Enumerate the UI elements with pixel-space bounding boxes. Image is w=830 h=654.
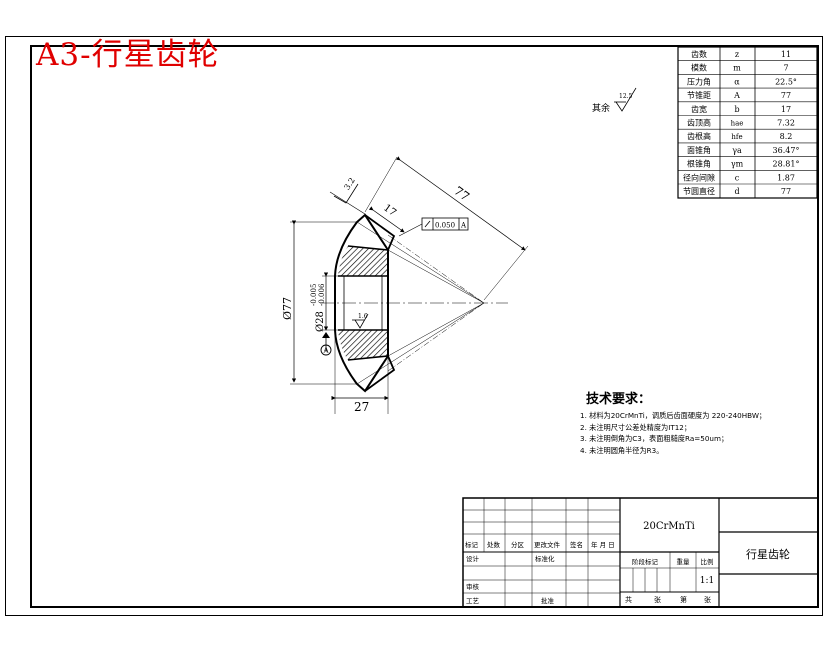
param-value: 77 <box>781 187 791 196</box>
tb-label: 分区 <box>511 540 525 549</box>
param-name: 节圆直径 <box>683 186 715 196</box>
roughness-symbol-icon <box>333 183 359 204</box>
param-symbol: γa <box>732 146 742 155</box>
tech-heading: 技术要求： <box>586 392 652 407</box>
roughness-bore-value: 1.6 <box>358 313 368 320</box>
technical-requirements: 技术要求： 1. 材料为20CrMnTi，调质后齿面硬度为 220-240HBW… <box>580 388 810 456</box>
param-value: 77 <box>781 91 791 100</box>
drawing-frame <box>30 45 819 608</box>
parameter-table: 齿数 模数 压力角 节锥距 齿宽 齿顶高 齿根高 面锥角 根锥角 径向间隙 节圆… <box>677 46 818 199</box>
param-name: 根锥角 <box>687 159 711 169</box>
tech-item: 3. 未注明倒角为C3，表面粗糙度Ra=50um； <box>580 434 729 443</box>
param-symbol: A <box>733 91 740 100</box>
tb-sheet-no-label: 第 <box>680 595 687 604</box>
datum-a-symbol: A <box>320 332 332 356</box>
sheet-title: A3-行星齿轮 <box>36 37 220 73</box>
bore-tol-upper: -0.005 <box>310 284 318 306</box>
param-symbol: m <box>733 64 741 73</box>
param-name: 压力角 <box>687 76 711 86</box>
title-block: 标记 处数 分区 更改文件 签名 年 月 日 设计 标准化 审核 工艺 批准 2… <box>462 497 819 608</box>
param-value: 7 <box>783 64 788 73</box>
gtol-datum: A <box>460 222 467 230</box>
tb-label: 处数 <box>487 540 501 549</box>
gear-section-view: 77 17 3.2 0.050 A Ø77 Ø28 -0.005 -0.006 <box>281 156 529 414</box>
tech-item: 4. 未注明圆角半径为R3。 <box>580 445 664 455</box>
tb-label: 更改文件 <box>534 540 561 549</box>
tb-sheet-no-suffix: 张 <box>704 595 711 604</box>
tb-stage-label: 阶段标记 <box>632 557 659 566</box>
tb-part-name: 行星齿轮 <box>746 547 790 561</box>
param-name: 齿顶高 <box>687 118 711 128</box>
gtol-value: 0.050 <box>435 222 455 230</box>
face-width-value: 17 <box>381 203 398 219</box>
tb-label: 签名 <box>570 540 583 549</box>
param-symbol: d <box>734 187 739 196</box>
tech-item: 1. 材料为20CrMnTi，调质后齿面硬度为 220-240HBW； <box>580 411 767 420</box>
roughness-symbol-icon <box>354 313 369 329</box>
param-symbol: γm <box>731 160 744 169</box>
bore-value: Ø28 <box>315 311 326 332</box>
lower-section-hatch <box>338 330 388 360</box>
param-name: 齿数 <box>691 49 707 59</box>
param-symbol: z <box>735 50 739 59</box>
param-value: 17 <box>781 105 791 114</box>
tb-approve-label: 批准 <box>541 596 555 605</box>
upper-section-hatch <box>338 246 388 276</box>
outer-diameter-value: Ø77 <box>281 297 294 320</box>
param-value: 11 <box>781 50 791 59</box>
param-symbol: b <box>734 105 739 114</box>
runout-icon <box>424 220 431 228</box>
tb-label: 年 月 日 <box>591 540 615 549</box>
param-value: 1.87 <box>777 173 795 182</box>
tb-total-label: 共 <box>625 595 632 604</box>
face-width-dimension <box>368 206 405 233</box>
bore-tol-lower: -0.006 <box>318 283 326 306</box>
tb-review-label: 审核 <box>466 582 480 591</box>
tb-scale-label: 比例 <box>701 557 714 566</box>
param-symbol: hae <box>731 120 744 128</box>
tb-sheets-label: 张 <box>654 595 661 604</box>
param-name: 节锥距 <box>687 90 711 100</box>
tb-weight-label: 重量 <box>677 558 691 566</box>
cone-distance-value: 77 <box>451 184 472 204</box>
datum-label: A <box>323 347 330 355</box>
roughness-rest-note: 其余 12.5 <box>592 87 637 114</box>
geometric-tolerance-frame: 0.050 A <box>398 217 469 237</box>
param-value: 22.5° <box>775 77 797 86</box>
gear-outline <box>334 213 389 393</box>
tb-process-label: 工艺 <box>466 597 480 605</box>
height-value: 27 <box>354 400 369 414</box>
param-symbol: c <box>735 173 740 182</box>
param-name: 齿宽 <box>691 104 707 114</box>
param-symbol: hfe <box>731 133 742 141</box>
param-value: 28.81° <box>773 160 800 169</box>
param-name: 模数 <box>691 63 707 73</box>
tb-design-label: 设计 <box>466 554 480 563</box>
param-value: 36.47° <box>773 146 800 155</box>
param-value: 8.2 <box>780 132 793 141</box>
param-name: 面锥角 <box>687 145 711 155</box>
param-symbol: α <box>734 77 740 86</box>
roughness-rest-value: 12.5 <box>619 93 633 100</box>
roughness-symbol-icon <box>615 87 637 112</box>
roughness-rest-label: 其余 <box>592 102 610 114</box>
cone-distance-dimension <box>395 156 526 251</box>
tb-scale-value: 1:1 <box>700 576 714 586</box>
param-name: 齿根高 <box>687 131 711 141</box>
drawing-sheet-border <box>5 36 823 616</box>
tech-item: 2. 未注明尺寸公差处精度为IT12； <box>580 422 692 432</box>
tb-standardize-label: 标准化 <box>535 554 555 563</box>
param-value: 7.32 <box>777 119 795 128</box>
tb-material: 20CrMnTi <box>643 521 695 532</box>
param-name: 径向间隙 <box>683 172 715 182</box>
tb-label: 标记 <box>465 540 479 549</box>
